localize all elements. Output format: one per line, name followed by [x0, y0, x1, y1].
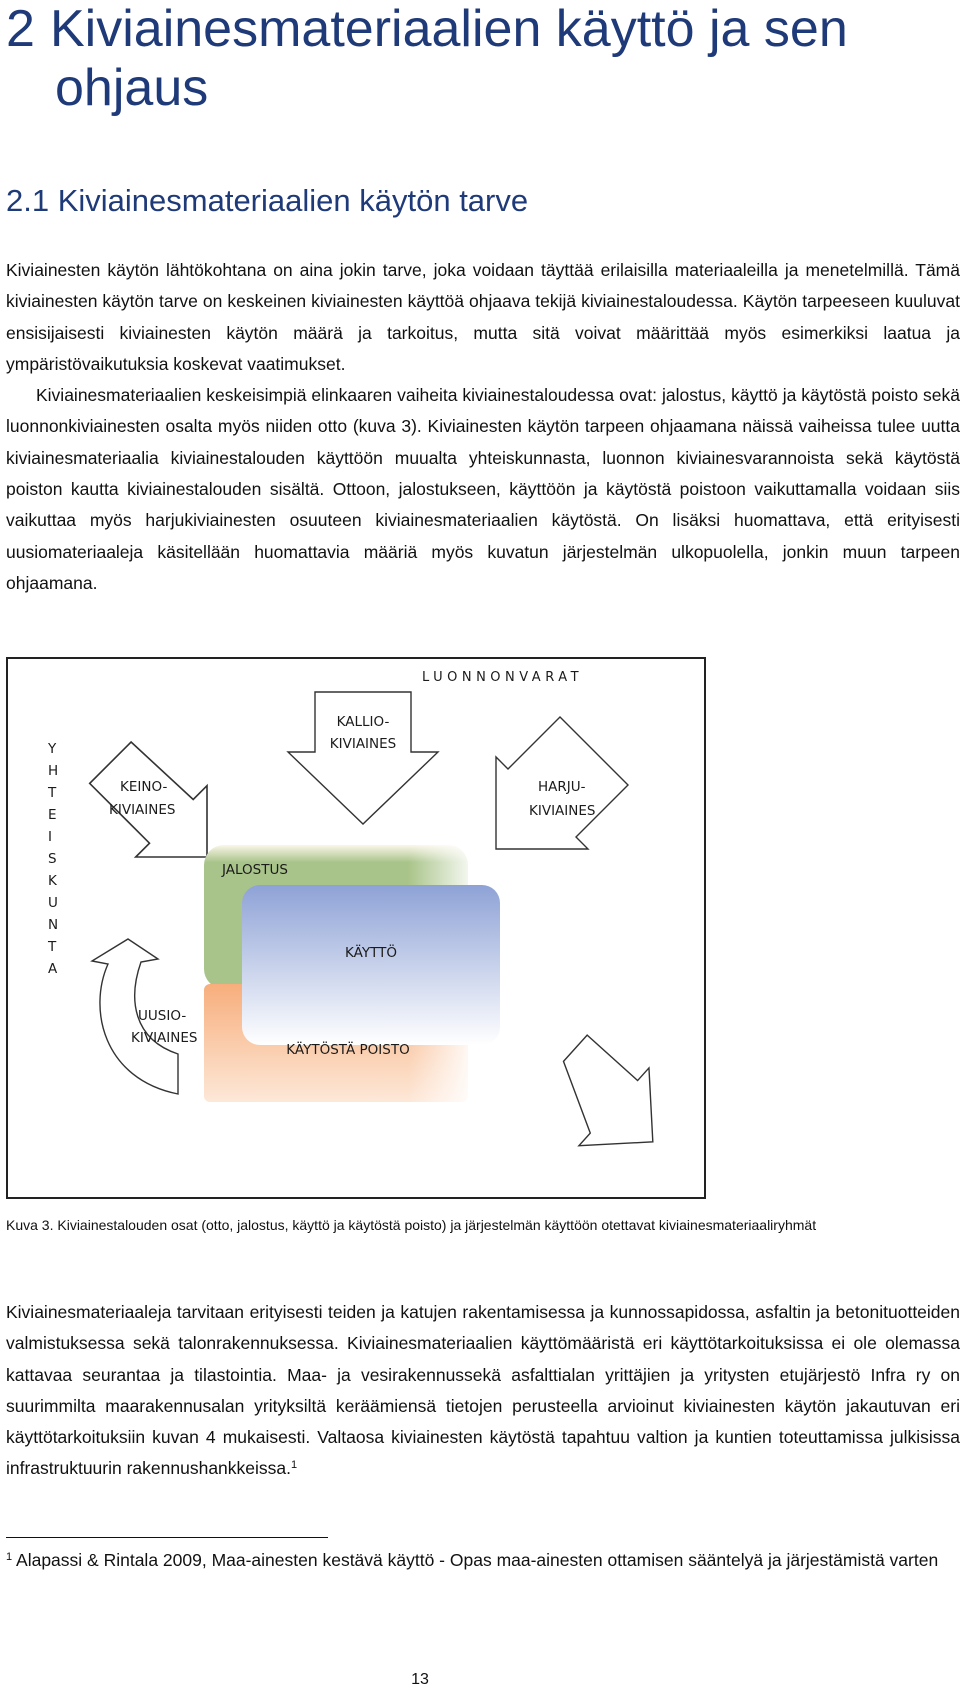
- footnote-divider: [6, 1537, 328, 1538]
- keino-arrow: [88, 740, 208, 858]
- figure-caption: Kuva 3. Kiviainestalouden osat (otto, ja…: [6, 1217, 817, 1233]
- footnote: 1 Alapassi & Rintala 2009, Maa-ainesten …: [6, 1546, 956, 1575]
- keino-label-line1: KEINO-: [120, 779, 167, 795]
- luonnonvarat-label: LUONNONVARAT: [422, 670, 583, 685]
- side-letter: K: [48, 873, 58, 889]
- uusio-arrow: [90, 938, 179, 1095]
- body-paragraph-1: Kiviainesten käytön lähtökohtana on aina…: [6, 255, 960, 599]
- side-letter: S: [48, 851, 57, 867]
- outflow-arrow: [562, 1034, 654, 1147]
- kallio-label-line2: KIVIAINES: [330, 736, 396, 752]
- side-letter: N: [48, 917, 58, 933]
- jalostus-label: JALOSTUS: [221, 862, 288, 878]
- chapter-heading: 2 Kiviainesmateriaalien käyttö ja sen ohj…: [6, 0, 926, 118]
- kaytto-box: [242, 885, 500, 1045]
- paragraph-2-text: Kiviainesmateriaaleja tarvitaan erityise…: [6, 1302, 960, 1479]
- side-letter: T: [47, 785, 57, 801]
- kaytto-label: KÄYTTÖ: [345, 943, 397, 961]
- uusio-label-line1: UUSIO-: [138, 1008, 186, 1024]
- side-letter: A: [48, 961, 58, 977]
- chapter-title-line2: ohjaus: [55, 59, 209, 117]
- side-letter: H: [48, 763, 58, 779]
- side-letter: E: [48, 807, 57, 823]
- keino-label-line2: KIVIAINES: [109, 802, 175, 818]
- side-letter: T: [47, 939, 57, 955]
- harju-arrow: [495, 716, 629, 850]
- side-letter: Y: [47, 741, 57, 757]
- lifecycle-diagram: LUONNONVARAT Y H T E I S K U N T A KALLI…: [47, 670, 654, 1147]
- paragraph-1-part-2: Kiviainesmateriaalien keskeisimpiä elink…: [6, 385, 960, 593]
- harju-label-line2: KIVIAINES: [529, 803, 595, 819]
- page-number: 13: [411, 1671, 429, 1688]
- figure-kuva-3: LUONNONVARAT Y H T E I S K U N T A KALLI…: [6, 657, 706, 1199]
- uusio-label-line2: KIVIAINES: [131, 1030, 197, 1046]
- kallio-arrow: [286, 691, 440, 825]
- side-letter: I: [48, 829, 52, 845]
- footnote-reference[interactable]: 1: [291, 1459, 298, 1472]
- body-paragraph-2: Kiviainesmateriaaleja tarvitaan erityise…: [6, 1297, 960, 1485]
- yhteiskunta-label: Y H T E I S K U N T A: [47, 741, 58, 977]
- paragraph-1-part-1: Kiviainesten käytön lähtökohtana on aina…: [6, 260, 960, 374]
- side-letter: U: [48, 895, 58, 911]
- chapter-number: 2: [6, 0, 35, 58]
- kallio-label-line1: KALLIO-: [337, 714, 390, 730]
- footnote-number: 1: [6, 1551, 13, 1563]
- footnote-text: Alapassi & Rintala 2009, Maa-ainesten ke…: [16, 1550, 939, 1570]
- poisto-label: KÄYTÖSTÄ POISTO: [286, 1040, 409, 1058]
- chapter-title-line1: Kiviainesmateriaalien käyttö ja sen: [50, 0, 848, 58]
- section-heading: 2.1 Kiviainesmateriaalien käytön tarve: [6, 183, 529, 218]
- harju-label-line1: HARJU-: [538, 779, 586, 795]
